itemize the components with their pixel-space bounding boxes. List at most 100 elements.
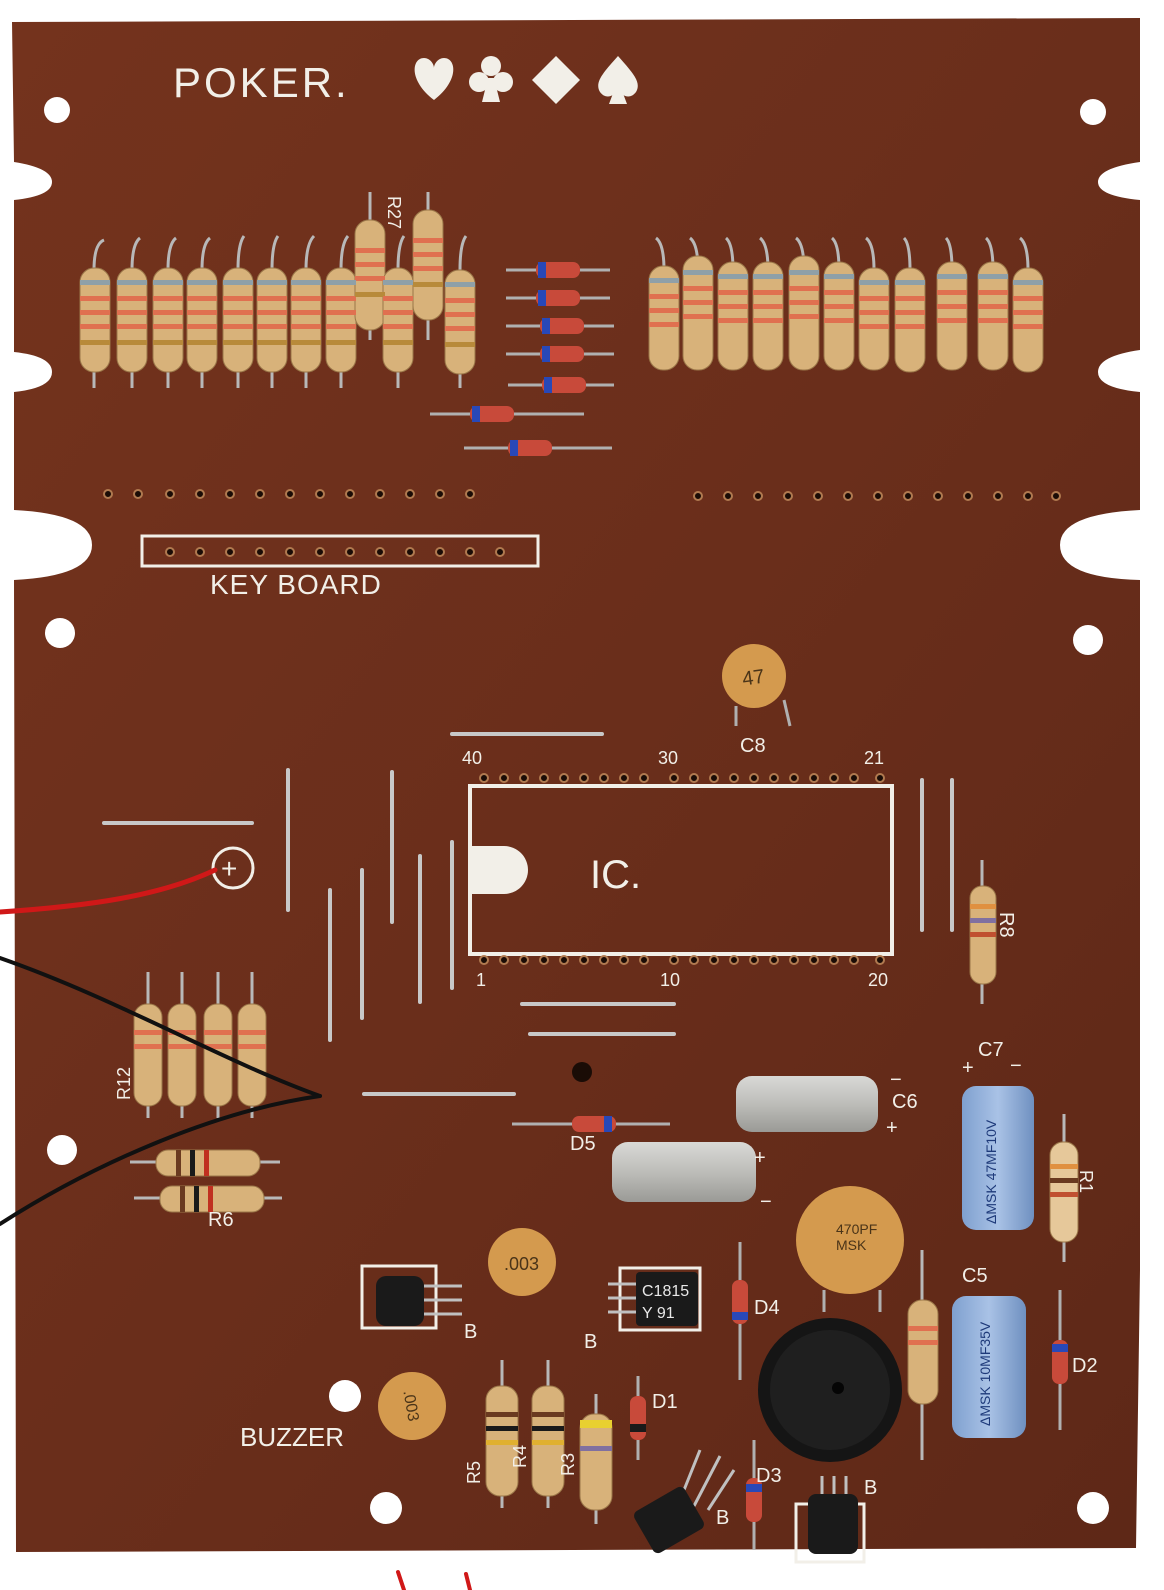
c7-minus: −	[1010, 1055, 1022, 1077]
c6-plus: +	[886, 1117, 898, 1139]
club-icon	[469, 56, 513, 102]
capacitor-003-lower: .003	[378, 1372, 446, 1440]
pin-label-1: 1	[476, 970, 486, 990]
transistor-q1	[360, 1264, 462, 1330]
label-d4: D4	[754, 1297, 780, 1319]
heart-icon	[414, 58, 454, 100]
grey-cap-plus: +	[754, 1147, 766, 1169]
label-b4: B	[864, 1477, 877, 1499]
cap-470pf-marking: 470PF	[836, 1221, 877, 1237]
label-r1: R1	[1076, 1170, 1096, 1193]
mount-hole	[1073, 625, 1103, 655]
red-wire	[0, 867, 218, 915]
resistor-r6	[130, 1149, 282, 1213]
c7-plus: +	[962, 1057, 974, 1079]
diode-d3	[746, 1440, 762, 1550]
ic-label: IC.	[590, 853, 641, 897]
label-c8: C8	[740, 735, 766, 757]
resistor-near-buzzer	[907, 1250, 939, 1460]
cap-003-a-marking: .003	[504, 1254, 539, 1274]
cap-003-b-marking: .003	[399, 1389, 421, 1423]
label-r3: R3	[558, 1453, 578, 1476]
label-r8: R8	[995, 912, 1017, 938]
transistor-q4	[794, 1476, 866, 1564]
label-r27: R27	[384, 196, 404, 229]
resistor-bank-right	[648, 236, 1044, 373]
capacitor-470pf: 470PF MSK	[796, 1186, 904, 1312]
transistor-q3	[634, 1449, 736, 1554]
pin-label-10: 10	[660, 970, 680, 990]
diode-d5	[512, 1116, 670, 1132]
mount-hole	[44, 97, 70, 123]
grey-cap-minus: −	[760, 1191, 772, 1213]
resistor-r8	[969, 860, 997, 1004]
resistor-bank-left	[79, 192, 476, 388]
label-c5: C5	[962, 1265, 988, 1287]
via-row-right	[693, 491, 1061, 501]
mount-hole	[1080, 99, 1106, 125]
plus-symbol: +	[221, 853, 237, 884]
pin-label-30: 30	[658, 748, 678, 768]
spade-icon	[598, 56, 638, 104]
capacitor-c6	[736, 1076, 878, 1132]
pin-label-40: 40	[462, 748, 482, 768]
c1815-marking: C1815	[642, 1283, 689, 1300]
diode-array	[430, 262, 614, 456]
capacitor-grey-lower	[612, 1142, 756, 1202]
pin-label-20: 20	[868, 970, 888, 990]
diode-d4	[732, 1242, 748, 1380]
mount-hole	[45, 618, 75, 648]
buzzer	[758, 1318, 902, 1462]
mount-hole	[572, 1062, 592, 1082]
label-d3: D3	[756, 1465, 782, 1487]
capacitor-c5: ΔMSK 10MF35V	[952, 1296, 1026, 1438]
power-wires	[0, 867, 472, 1590]
label-b2: B	[584, 1331, 597, 1353]
black-wire-2	[0, 1094, 322, 1226]
black-wire-1	[0, 956, 322, 1098]
label-b1: B	[464, 1321, 477, 1343]
resistor-r1	[1049, 1114, 1079, 1262]
label-d2: D2	[1072, 1355, 1098, 1377]
red-wire-lower	[396, 1570, 406, 1590]
diode-d1	[630, 1376, 646, 1460]
board-title: POKER.	[173, 59, 350, 106]
c7-marking: ΔMSK 47MF10V	[983, 1119, 999, 1224]
label-b3: B	[716, 1507, 729, 1529]
label-d5: D5	[570, 1133, 596, 1155]
keyboard-connector	[140, 534, 540, 568]
pin-label-21: 21	[864, 748, 884, 768]
diamond-icon	[532, 56, 580, 104]
resistor-group-r5-r3	[485, 1360, 613, 1524]
mount-hole	[1077, 1492, 1109, 1524]
label-r5: R5	[464, 1461, 484, 1484]
label-r6: R6	[208, 1209, 234, 1231]
c6-minus: −	[890, 1069, 902, 1091]
label-d1: D1	[652, 1391, 678, 1413]
label-r4: R4	[510, 1445, 530, 1468]
power-terminal-circle	[211, 846, 255, 890]
transistor-c1815: C1815 Y 91	[608, 1266, 702, 1332]
label-r12: R12	[114, 1067, 134, 1100]
red-wire-lower-2	[464, 1572, 472, 1590]
capacitor-c8: 47	[722, 644, 792, 727]
buzzer-label: BUZZER	[240, 1422, 344, 1452]
capacitor-c7: ΔMSK 47MF10V	[962, 1086, 1034, 1230]
c5-marking: ΔMSK 10MF35V	[977, 1321, 993, 1426]
cap-msk-marking: MSK	[836, 1237, 867, 1253]
jumper-wires	[102, 732, 954, 1096]
capacitor-003-upper: .003	[488, 1228, 556, 1296]
mount-hole	[47, 1135, 77, 1165]
label-c6: C6	[892, 1091, 918, 1113]
ic-socket	[468, 773, 894, 965]
cap-47-marking: 47	[741, 666, 766, 691]
label-c7: C7	[978, 1039, 1004, 1061]
card-suits	[414, 56, 638, 104]
via-row-left	[103, 489, 475, 499]
mount-hole	[329, 1380, 361, 1412]
mount-hole	[370, 1492, 402, 1524]
resistor-group-r12	[133, 972, 267, 1118]
diode-d2	[1052, 1290, 1068, 1430]
c1815-date-marking: Y 91	[642, 1305, 675, 1322]
